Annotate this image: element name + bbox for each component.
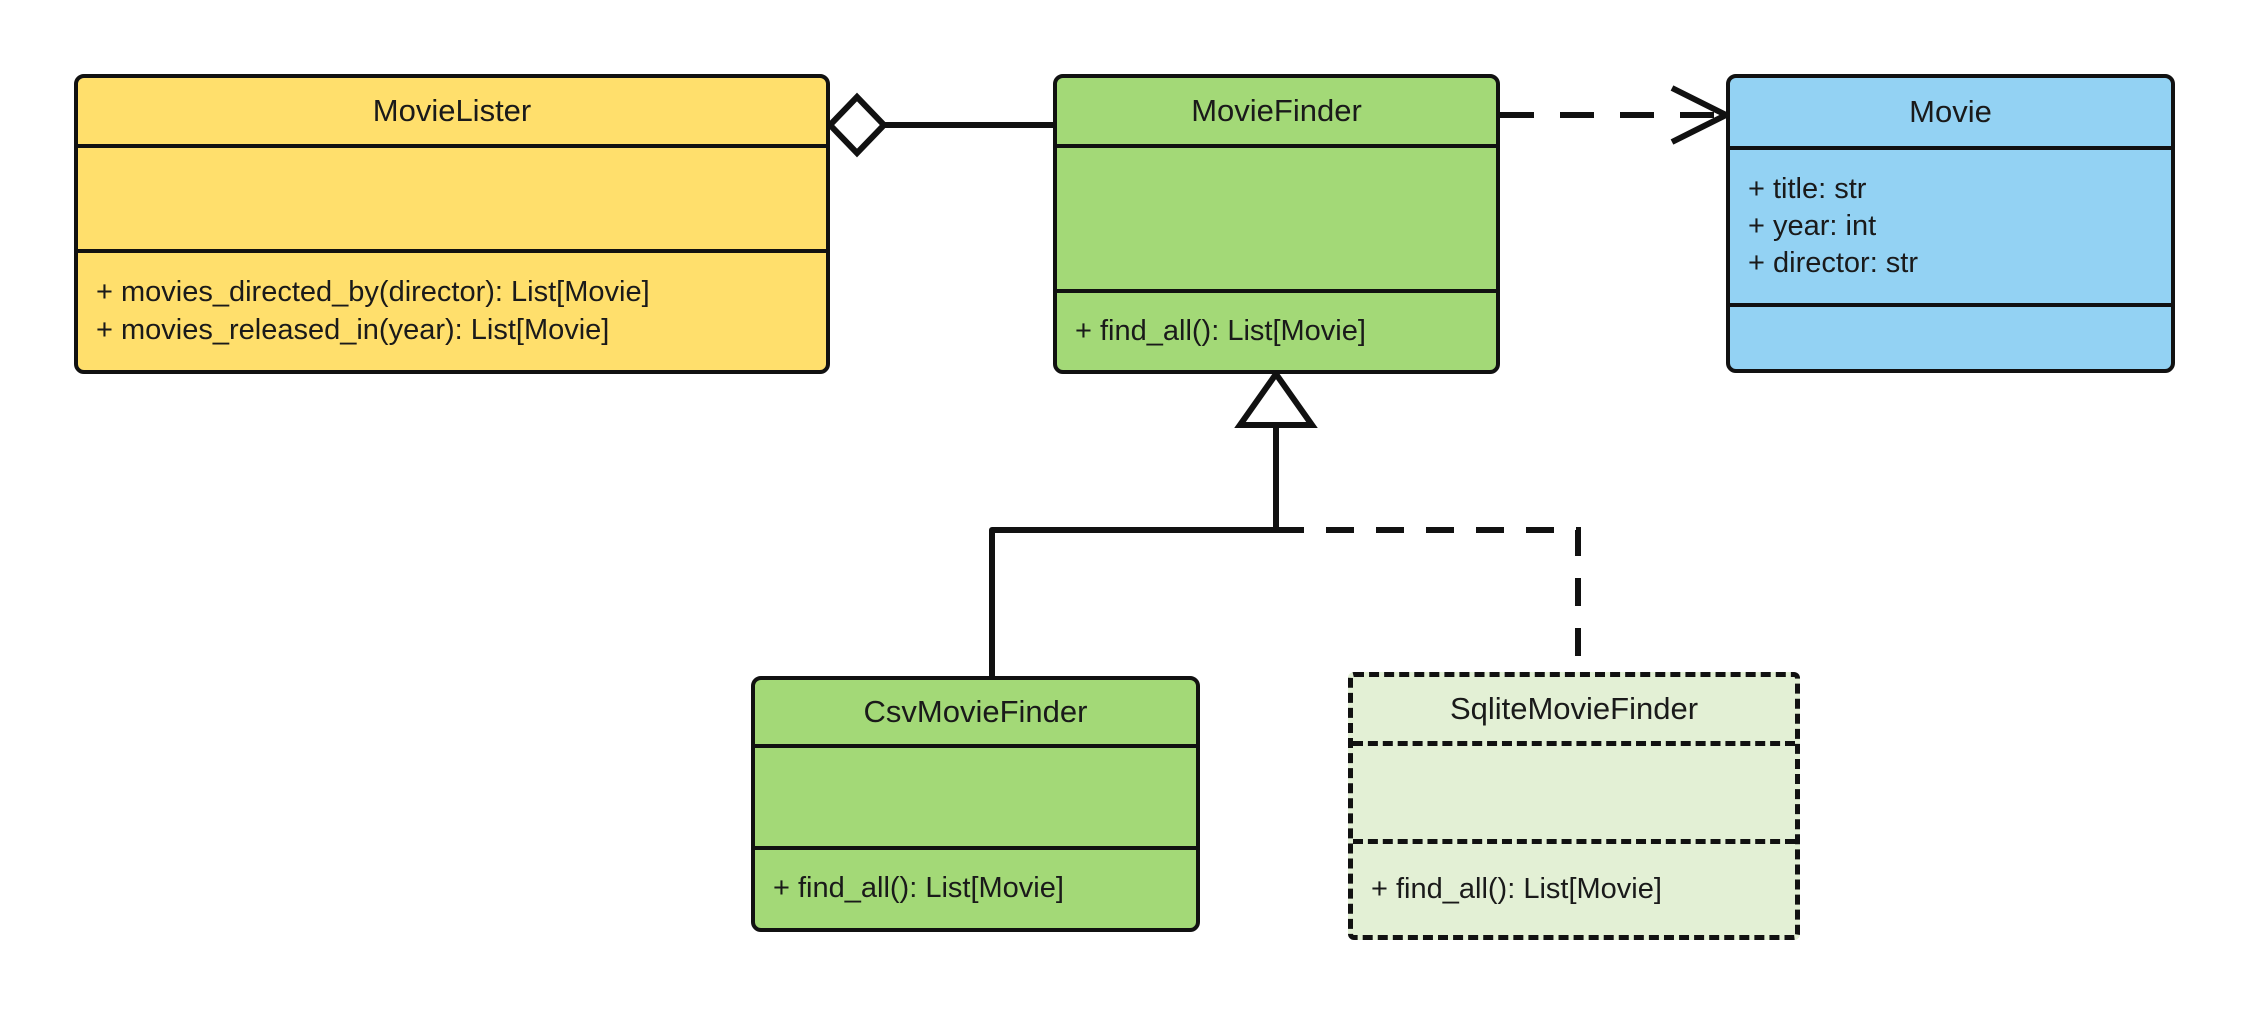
methods-compartment: + find_all(): List[Movie] — [1057, 289, 1496, 370]
class-name-compartment: MovieLister — [78, 78, 826, 144]
methods-compartment: + find_all(): List[Movie] — [755, 846, 1196, 928]
sqlite-branch-line — [1276, 527, 1581, 676]
method-item: + movies_released_in(year): List[Movie] — [96, 313, 610, 346]
class-box-movie-lister[interactable]: MovieLister + movies_directed_by(directo… — [74, 74, 830, 374]
dependency-finder-to-movie — [1500, 85, 1733, 145]
class-name-compartment: SqliteMovieFinder — [1353, 677, 1795, 741]
attributes-compartment — [1353, 741, 1795, 839]
aggregation-lister-to-finder — [825, 92, 1053, 158]
class-title-sqlite-movie-finder: SqliteMovieFinder — [1449, 690, 1699, 726]
csv-branch-line — [989, 527, 1276, 676]
class-title-movie-lister: MovieLister — [372, 92, 532, 128]
attributes-compartment — [755, 744, 1196, 846]
methods-compartment — [1730, 303, 2171, 369]
hollow-diamond-icon — [825, 92, 889, 158]
generalization-trunk — [1234, 368, 1318, 530]
class-box-sqlite-movie-finder[interactable]: SqliteMovieFinder + find_all(): List[Mov… — [1348, 672, 1800, 940]
class-box-csv-movie-finder[interactable]: CsvMovieFinder + find_all(): List[Movie] — [751, 676, 1200, 932]
class-box-movie-finder[interactable]: MovieFinder + find_all(): List[Movie] — [1053, 74, 1500, 374]
class-title-movie: Movie — [1909, 93, 1992, 129]
generalization-csv-branch — [989, 527, 1276, 676]
class-title-movie-finder: MovieFinder — [1191, 92, 1362, 128]
attribute-item: + director: str — [1748, 247, 1919, 280]
attributes-compartment: + title: str + year: int + director: str — [1730, 146, 2171, 303]
class-box-movie[interactable]: Movie + title: str + year: int + directo… — [1726, 74, 2175, 373]
method-item: + find_all(): List[Movie] — [1075, 314, 1366, 347]
method-item: + find_all(): List[Movie] — [1371, 872, 1662, 905]
class-name-compartment: MovieFinder — [1057, 78, 1496, 144]
hollow-triangle-icon — [1234, 368, 1318, 428]
attribute-item: + title: str — [1748, 172, 1867, 205]
generalization-sqlite-branch — [1276, 527, 1581, 676]
method-item: + movies_directed_by(director): List[Mov… — [96, 276, 650, 309]
class-title-csv-movie-finder: CsvMovieFinder — [863, 693, 1088, 729]
attributes-compartment — [78, 144, 826, 249]
attribute-item: + year: int — [1748, 209, 1877, 242]
class-name-compartment: Movie — [1730, 78, 2171, 146]
class-name-compartment: CsvMovieFinder — [755, 680, 1196, 744]
methods-compartment: + find_all(): List[Movie] — [1353, 839, 1795, 935]
method-item: + find_all(): List[Movie] — [773, 872, 1064, 905]
methods-compartment: + movies_directed_by(director): List[Mov… — [78, 249, 826, 370]
attributes-compartment — [1057, 144, 1496, 289]
